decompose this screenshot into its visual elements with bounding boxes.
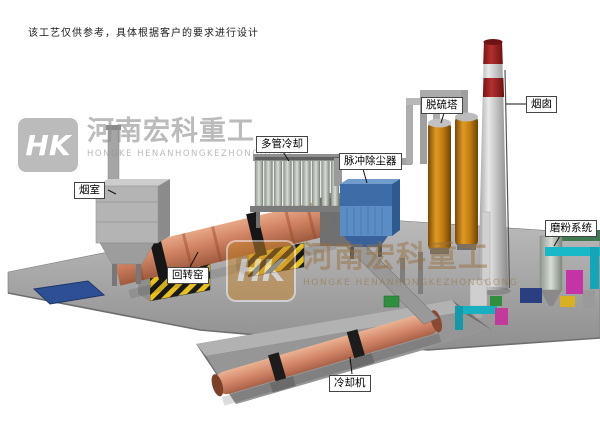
disclaimer-text: 该工艺仅供参考，具体根据客户的要求进行设计: [28, 28, 259, 39]
label-rotary-kiln: 回转窑: [167, 267, 209, 285]
smoke-chamber: [95, 125, 170, 286]
pump-green-small: [490, 296, 502, 306]
label-chimney: 烟囱: [526, 96, 557, 114]
mill-cylinder: [539, 235, 563, 291]
support-post-2: [418, 252, 423, 294]
tower-2: [455, 116, 478, 246]
fan-magenta: [495, 308, 508, 325]
aux-equipment: [455, 211, 508, 330]
blue-pallet: [32, 280, 106, 305]
label-multi-tube-cooler: 多管冷却: [256, 136, 308, 154]
pump: [383, 295, 400, 308]
label-leader-lines: [107, 103, 561, 375]
desulfurization-towers: [406, 90, 478, 254]
label-cooling-machine: 冷却机: [329, 375, 371, 393]
pulse-dust-collector: [334, 158, 400, 259]
cooler-tubes: [254, 159, 340, 207]
label-smoke-chamber: 烟室: [74, 182, 105, 200]
control-box: [520, 288, 542, 303]
label-grinding-system: 磨粉系统: [545, 220, 597, 238]
label-desulfurization-tower: 脱硫塔: [421, 97, 463, 115]
cooling-machine: [211, 310, 443, 406]
label-pulse-dust-collector: 脉冲除尘器: [339, 153, 402, 171]
tower-1: [428, 122, 451, 250]
support-post-1: [400, 258, 405, 296]
fan-box: [566, 270, 583, 294]
